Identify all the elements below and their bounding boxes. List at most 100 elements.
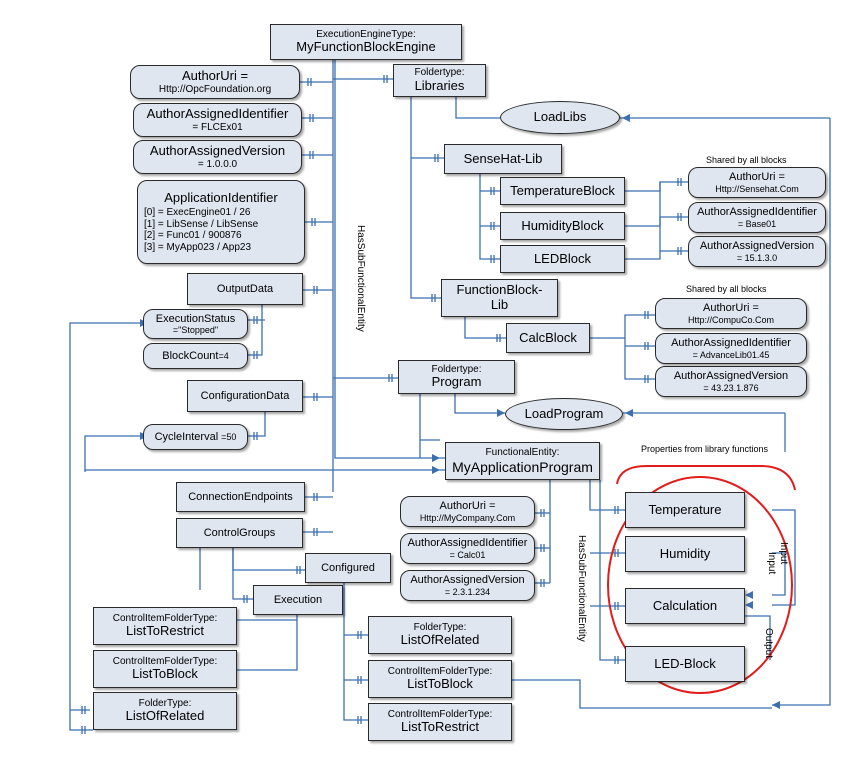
- sense-author-identifier[interactable]: AuthorAssignedIdentifier = Base01: [688, 202, 826, 233]
- folder-name: Program: [431, 374, 482, 390]
- folder-type: ControlItemFolderType:: [112, 612, 218, 624]
- input-label-2: Input: [766, 552, 777, 575]
- app-id-row: [1] = LibSense / LibSense: [144, 218, 259, 230]
- has-sub-label-main: HasSubFunctionalEntity: [355, 225, 366, 332]
- function-block-lib-node[interactable]: FunctionBlock- Lib: [441, 279, 558, 317]
- app-author-identifier[interactable]: AuthorAssignedIdentifier = Calc01: [400, 533, 535, 564]
- control-groups-node[interactable]: ControlGroups: [176, 518, 303, 548]
- humidity-block-node[interactable]: HumidityBlock: [500, 212, 625, 240]
- calculation-app-block[interactable]: Calculation: [625, 588, 745, 624]
- shared-label-sense: Shared by all blocks: [706, 155, 787, 165]
- app-author-version[interactable]: AuthorAssignedVersion = 2.3.1.234: [400, 570, 535, 601]
- calc-block-label: CalcBlock: [519, 329, 577, 345]
- left-folder-list-of-related[interactable]: FolderType: ListOfRelated: [93, 692, 237, 730]
- prop-value: = 1.0.0.0: [197, 158, 238, 170]
- calc-author-identifier[interactable]: AuthorAssignedIdentifier = AdvanceLib01.…: [655, 333, 807, 364]
- calc-author-uri[interactable]: AuthorUri = Http://CompuCo.Com: [655, 298, 807, 329]
- load-libs-method[interactable]: LoadLibs: [500, 101, 620, 134]
- engine-author-version[interactable]: AuthorAssignedVersion = 1.0.0.0: [133, 140, 302, 174]
- execution-status-label: ExecutionStatus: [155, 312, 236, 325]
- execution-label: Execution: [273, 593, 323, 606]
- cycle-interval-value: =50: [221, 431, 237, 442]
- sense-hat-lib-node[interactable]: SenseHat-Lib: [444, 144, 562, 174]
- highlight-ellipse: [607, 464, 796, 694]
- load-libs-label: LoadLibs: [533, 109, 587, 125]
- folder-name: ListToRestrict: [400, 719, 480, 735]
- cycle-interval-node[interactable]: CycleInterval =50: [143, 424, 248, 450]
- block-count-node[interactable]: BlockCount =4: [143, 343, 248, 369]
- folder-type: FolderType:: [413, 621, 467, 633]
- right-folder-list-of-related[interactable]: FolderType: ListOfRelated: [368, 616, 512, 654]
- sense-author-uri[interactable]: AuthorUri = Http://Sensehat.Com: [688, 167, 826, 198]
- engine-node[interactable]: ExecutionEngineType: MyFunctionBlockEngi…: [270, 24, 462, 60]
- led-app-block[interactable]: LED-Block: [625, 646, 745, 682]
- prop-value: = FLCEx01: [192, 121, 243, 133]
- output-label: Output: [763, 628, 774, 659]
- prop-value: = 15.1.3.0: [736, 252, 778, 263]
- execution-status-node[interactable]: ExecutionStatus ="Stopped": [143, 309, 248, 339]
- output-data-node[interactable]: OutputData: [187, 273, 303, 305]
- configuration-data-node[interactable]: ConfigurationData: [187, 380, 303, 412]
- calculation-label: Calculation: [652, 597, 718, 613]
- has-sub-label-app: HasSubFunctionalEntity: [576, 535, 587, 642]
- block-count-value: =4: [218, 350, 229, 361]
- folder-name: ListToBlock: [407, 676, 473, 692]
- folder-name: ListToRestrict: [125, 623, 205, 639]
- engine-name: MyFunctionBlockEngine: [296, 39, 436, 55]
- sense-author-version[interactable]: AuthorAssignedVersion = 15.1.3.0: [688, 236, 826, 267]
- app-id-row: [2] = Func01 / 900876: [144, 230, 242, 242]
- calc-author-version[interactable]: AuthorAssignedVersion = 43.23.1.876: [655, 366, 807, 397]
- led-block-app-label: LED-Block: [654, 655, 716, 671]
- execution-node[interactable]: Execution: [253, 585, 343, 615]
- prop-value: = AdvanceLib01.45: [692, 349, 770, 360]
- prop-value: Http://MyCompany.Com: [419, 512, 516, 523]
- functional-entity-node[interactable]: FunctionalEntity: MyApplicationProgram: [445, 442, 600, 480]
- engine-application-identifier[interactable]: ApplicationIdentifier [0] = ExecEngine01…: [137, 180, 305, 264]
- humidity-app-block[interactable]: Humidity: [625, 536, 745, 572]
- led-block-node[interactable]: LEDBlock: [500, 245, 625, 273]
- libraries-folder[interactable]: Foldertype: Libraries: [393, 64, 486, 97]
- app-author-uri[interactable]: AuthorUri = Http://MyCompany.Com: [400, 496, 535, 527]
- engine-type: ExecutionEngineType:: [316, 28, 416, 40]
- prop-label: AuthorAssignedIdentifier: [697, 206, 817, 218]
- load-program-method[interactable]: LoadProgram: [505, 398, 623, 430]
- humidity-block-label: HumidityBlock: [521, 217, 604, 233]
- right-folder-list-to-block[interactable]: ControlItemFolderType: ListToBlock: [368, 660, 512, 698]
- output-data-label: OutputData: [216, 282, 274, 295]
- prop-value: Http://CompuCo.Com: [687, 314, 775, 325]
- shared-label-calc: Shared by all blocks: [686, 284, 767, 294]
- sense-hat-lib-label: SenseHat-Lib: [463, 150, 543, 166]
- properties-from-library-label: Properties from library functions: [641, 444, 769, 454]
- configured-node[interactable]: Configured: [305, 553, 391, 583]
- connection-endpoints-label: ConnectionEndpoints: [188, 490, 293, 503]
- calc-block-node[interactable]: CalcBlock: [506, 323, 590, 353]
- program-folder[interactable]: Foldertype: Program: [398, 360, 515, 394]
- temperature-app-block[interactable]: Temperature: [625, 492, 745, 528]
- right-folder-list-to-restrict[interactable]: ControlItemFolderType: ListToRestrict: [368, 703, 512, 741]
- prop-label: AuthorAssignedVersion: [699, 240, 815, 252]
- cycle-interval-label: CycleInterval: [154, 430, 219, 443]
- functional-entity-type: FunctionalEntity:: [485, 447, 560, 459]
- prop-label: AuthorUri =: [703, 302, 759, 314]
- connection-endpoints-node[interactable]: ConnectionEndpoints: [176, 482, 305, 512]
- prop-label: AuthorUri =: [439, 500, 496, 512]
- prop-label: AuthorAssignedIdentifier: [146, 105, 289, 121]
- folder-name: ListToBlock: [132, 666, 198, 682]
- folder-name: ListOfRelated: [400, 632, 480, 648]
- left-folder-list-to-restrict[interactable]: ControlItemFolderType: ListToRestrict: [93, 607, 237, 645]
- function-block-lib-line1: FunctionBlock-: [456, 282, 543, 298]
- prop-value: = Calc01: [449, 549, 486, 560]
- prop-value: Http://OpcFoundation.org: [158, 83, 272, 95]
- configured-label: Configured: [321, 561, 375, 574]
- engine-author-uri[interactable]: AuthorUri = Http://OpcFoundation.org: [130, 65, 300, 99]
- folder-type: ControlItemFolderType:: [387, 708, 493, 720]
- temperature-block-label: TemperatureBlock: [510, 182, 615, 198]
- input-label-1: Input: [778, 542, 789, 565]
- prop-label: AuthorUri =: [729, 171, 785, 183]
- humidity-label: Humidity: [659, 545, 711, 561]
- prop-label: AuthorAssignedIdentifier: [671, 337, 791, 349]
- left-folder-list-to-block[interactable]: ControlItemFolderType: ListToBlock: [93, 650, 237, 688]
- temperature-block-node[interactable]: TemperatureBlock: [500, 177, 625, 205]
- engine-author-identifier[interactable]: AuthorAssignedIdentifier = FLCEx01: [133, 103, 302, 137]
- folder-name: Libraries: [414, 77, 465, 93]
